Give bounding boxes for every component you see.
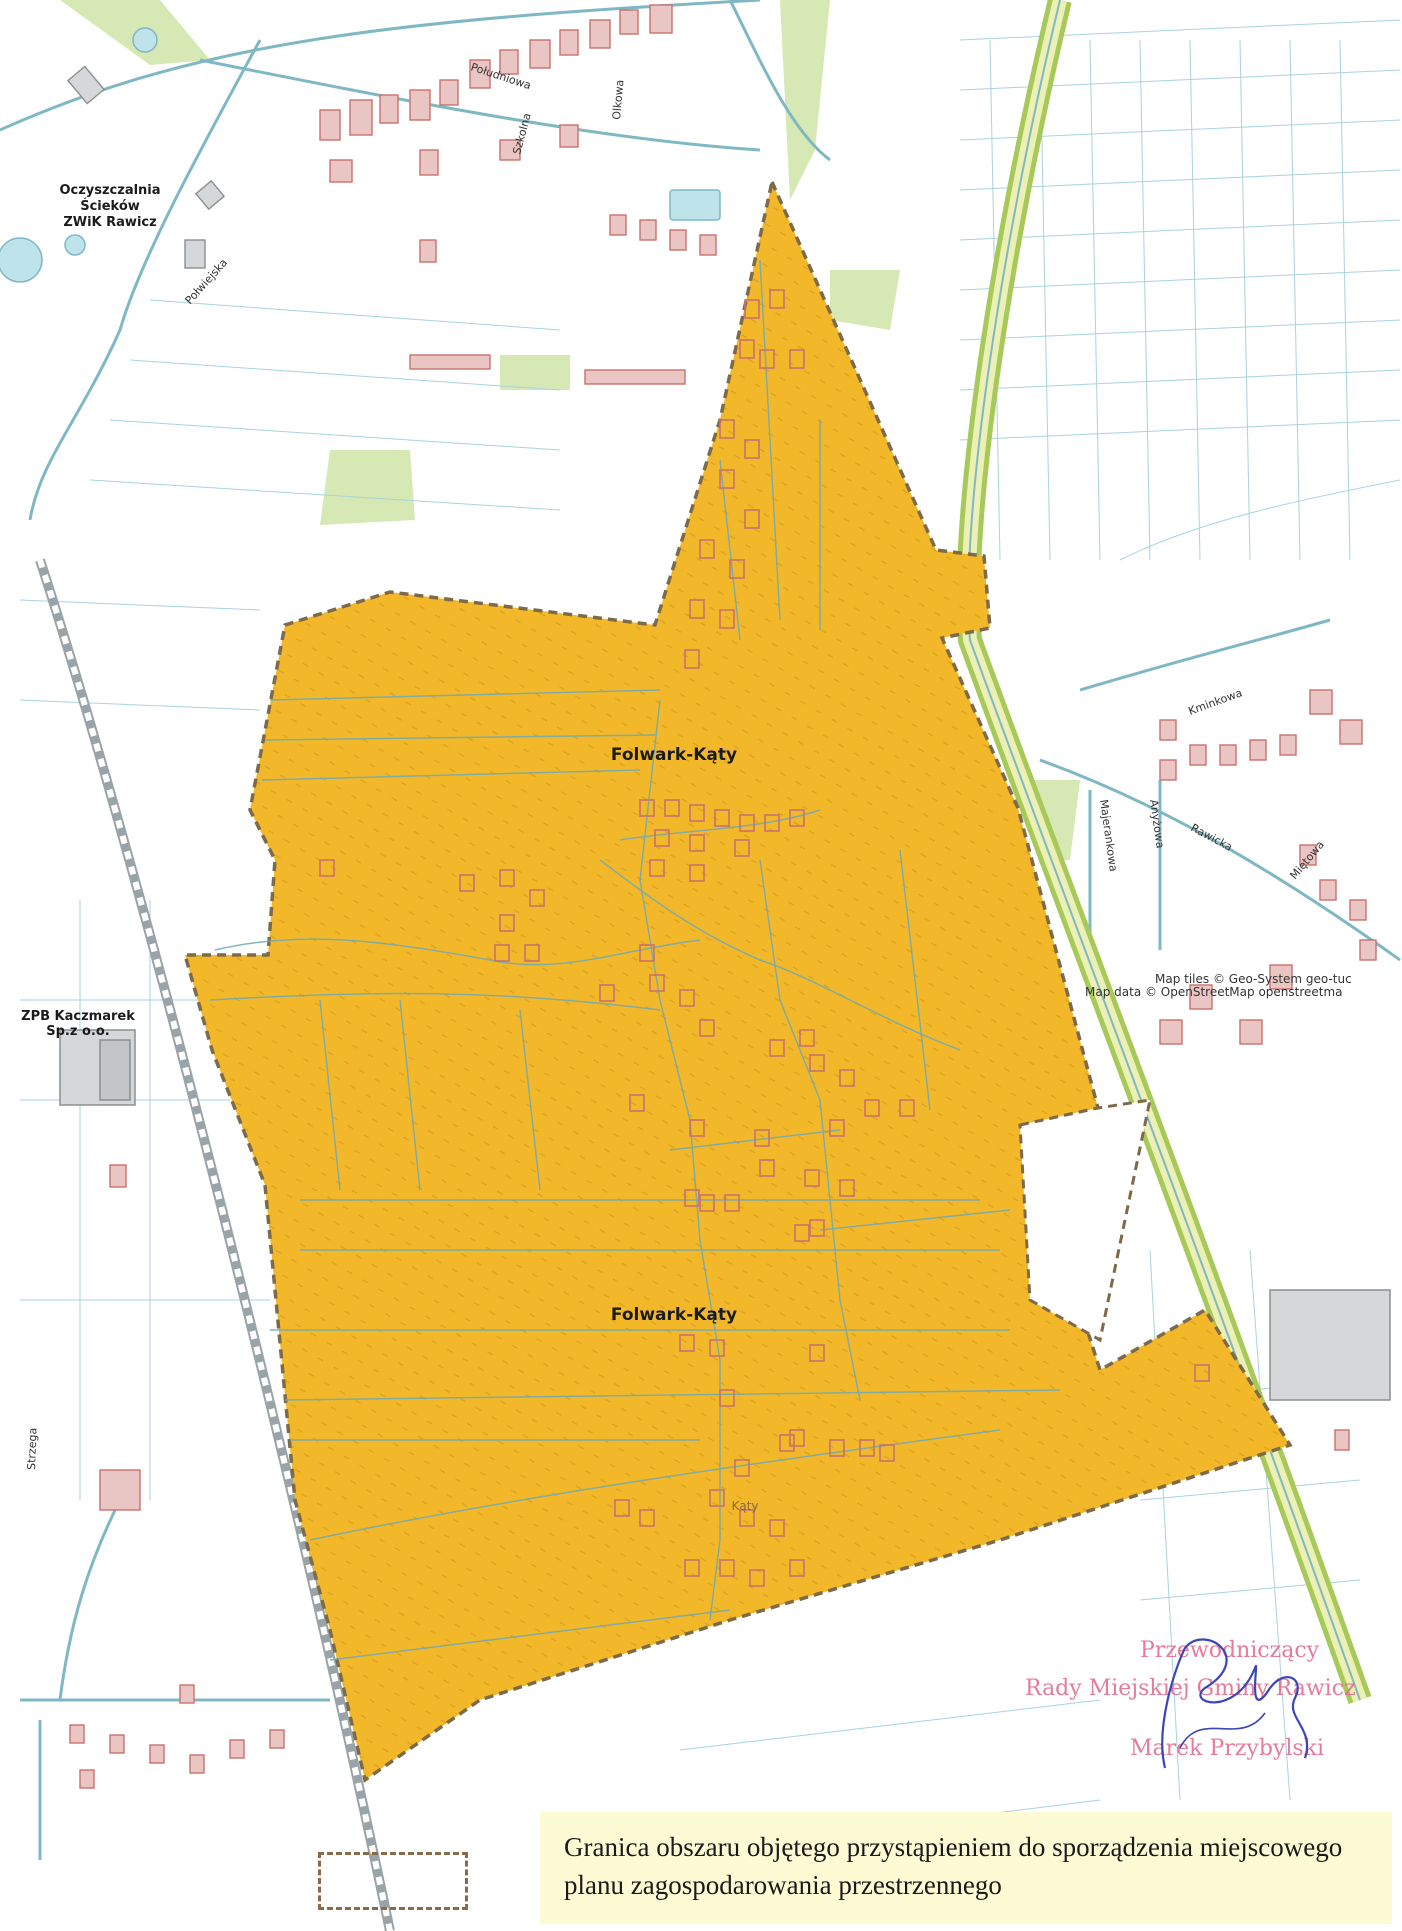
industrial-buildings: [59, 1029, 1391, 1401]
street-label-olkowa: Olkowa: [610, 79, 626, 120]
major-road-right: [956, 0, 1372, 1705]
legend-boundary-symbol: [318, 1852, 468, 1910]
svg-text:Ścieków: Ścieków: [80, 198, 140, 214]
svg-text:Oczyszczalnia: Oczyszczalnia: [59, 183, 160, 198]
svg-text:ZPB Kaczmarek: ZPB Kaczmarek: [21, 1009, 135, 1024]
legend: Granica obszaru objętego przystąpieniem …: [540, 1812, 1392, 1924]
legend-text: Granica obszaru objętego przystąpieniem …: [564, 1832, 1343, 1900]
parcel-lines: [209, 259, 1061, 1661]
water-bodies: [0, 27, 721, 283]
signature-scribble: [1161, 1638, 1308, 1769]
buildings-in-area: [319, 289, 1210, 1587]
svg-text:Map tiles © Geo-System geo-tuc: Map tiles © Geo-System geo-tuc: [1155, 972, 1352, 986]
railway-left: [35, 558, 395, 1931]
svg-text:ZWiK Rawicz: ZWiK Rawicz: [63, 215, 156, 230]
stamp-body: Rady Miejskiej Gminy Rawicz: [1025, 1676, 1356, 1701]
signature-stamp: Przewodniczący Rady Miejskiej Gminy Rawi…: [1025, 1638, 1395, 1778]
place-label-katy: Kąty: [731, 1499, 758, 1513]
buildings: [66, 4, 1377, 1789]
stamp-title: Przewodniczący: [1140, 1638, 1320, 1663]
field-lines: [19, 19, 1401, 1851]
svg-text:Map data © OpenStreetMap opens: Map data © OpenStreetMap openstreetma: [1085, 985, 1343, 999]
place-label-folwark-katy-lower: Folwark-Kąty: [611, 1305, 737, 1325]
map-attribution: Map tiles © Geo-System geo-tuc Map data …: [1085, 972, 1352, 999]
plan-area-polygon: [182, 176, 1293, 1783]
street-label-strega: Strzega: [25, 1428, 39, 1471]
poi-company: ZPB Kaczmarek Sp.z o.o.: [21, 1009, 135, 1039]
poi-treatment-plant: Oczyszczalnia Ścieków ZWiK Rawicz: [59, 183, 160, 230]
svg-text:Sp.z o.o.: Sp.z o.o.: [46, 1024, 109, 1039]
place-label-folwark-katy-upper: Folwark-Kąty: [611, 745, 737, 765]
excluded-field: [1018, 1098, 1152, 1343]
